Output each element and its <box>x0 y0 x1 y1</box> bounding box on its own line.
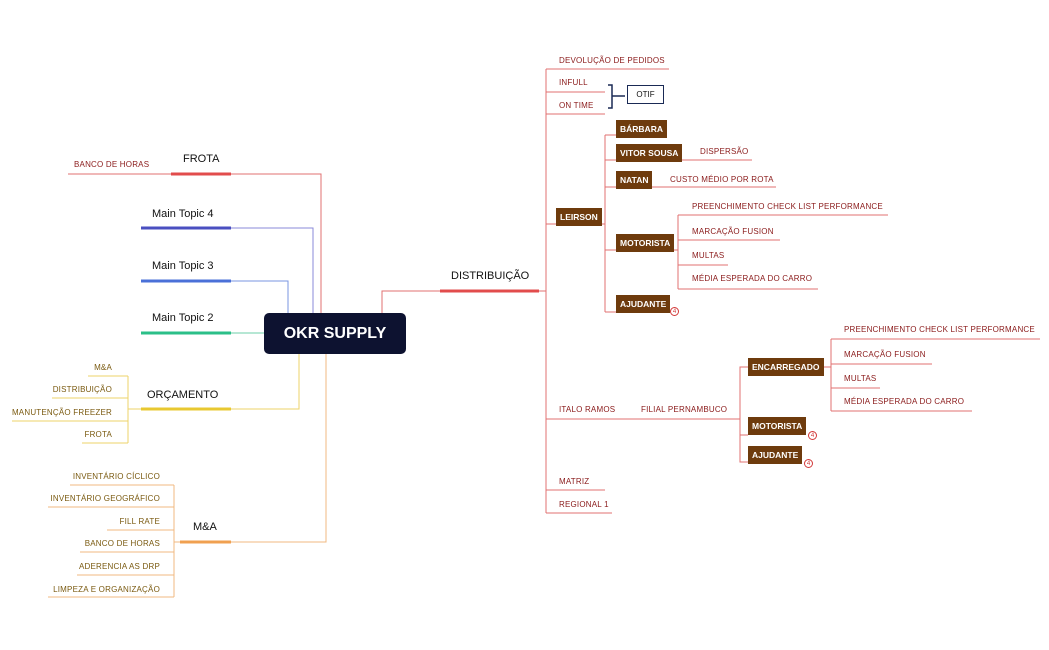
motorista-leaf-checklist[interactable]: PREENCHIMENTO CHECK LIST PERFORMANCE <box>692 202 883 211</box>
node-natan[interactable]: NATAN <box>616 171 653 189</box>
node-motorista-italo[interactable]: MOTORISTA <box>748 417 807 435</box>
node-encarregado[interactable]: ENCARREGADO <box>748 358 824 376</box>
node-ajudante-leirson[interactable]: AJUDANTE <box>616 295 671 313</box>
ma-leaf-inventario-geografico[interactable]: INVENTÁRIO GEOGRÁFICO <box>50 494 160 503</box>
collapsed-count-badge[interactable]: 4 <box>808 431 817 440</box>
dist-on-time[interactable]: ON TIME <box>559 101 594 110</box>
orcamento-leaf-manutencao-freezer[interactable]: MANUTENÇÃO FREEZER <box>11 408 112 417</box>
node-vitor-sousa[interactable]: VITOR SOUSA <box>616 144 683 162</box>
node-leirson[interactable]: LEIRSON <box>556 208 602 226</box>
motorista-leaf-multas[interactable]: MULTAS <box>692 251 725 260</box>
node-barbara[interactable]: BÁRBARA <box>616 120 667 138</box>
ma-leaf-inventario-ciclico[interactable]: INVENTÁRIO CÍCLICO <box>72 472 160 481</box>
dist-devolucao[interactable]: DEVOLUÇÃO DE PEDIDOS <box>559 56 665 65</box>
encarregado-leaf-media-carro[interactable]: MÉDIA ESPERADA DO CARRO <box>844 397 965 406</box>
dist-italo-ramos[interactable]: ITALO RAMOS <box>559 405 616 414</box>
ma-leaf-limpeza-organizacao[interactable]: LIMPEZA E ORGANIZAÇÃO <box>53 585 160 594</box>
motorista-leaf-fusion[interactable]: MARCAÇÃO FUSION <box>692 227 774 236</box>
encarregado-leaf-multas[interactable]: MULTAS <box>844 374 877 383</box>
node-motorista-leirson[interactable]: MOTORISTA <box>616 234 675 252</box>
ma-leaf-fill-rate[interactable]: FILL RATE <box>119 517 160 526</box>
otif-label: OTIF <box>636 90 655 99</box>
root-node[interactable]: OKR SUPPLY <box>264 313 406 354</box>
orcamento-leaf-ma[interactable]: M&A <box>94 363 112 372</box>
encarregado-leaf-checklist[interactable]: PREENCHIMENTO CHECK LIST PERFORMANCE <box>844 325 1035 334</box>
dist-infull[interactable]: INFULL <box>559 78 588 87</box>
topic-distribuicao[interactable]: DISTRIBUIÇÃO <box>451 270 530 282</box>
topic-main-topic-3[interactable]: Main Topic 3 <box>152 260 214 272</box>
collapsed-count-badge[interactable]: 4 <box>804 459 813 468</box>
orcamento-leaf-distribuicao[interactable]: DISTRIBUIÇÃO <box>52 385 112 394</box>
topic-main-topic-4[interactable]: Main Topic 4 <box>152 208 214 220</box>
collapsed-count-badge[interactable]: 4 <box>670 307 679 316</box>
natan-leaf-custo-medio[interactable]: CUSTO MÉDIO POR ROTA <box>670 175 774 184</box>
topic-main-topic-2[interactable]: Main Topic 2 <box>152 312 214 324</box>
encarregado-leaf-fusion[interactable]: MARCAÇÃO FUSION <box>844 350 926 359</box>
frota-leaf-banco-de-horas[interactable]: BANCO DE HORAS <box>74 160 150 169</box>
root-label: OKR SUPPLY <box>283 324 387 342</box>
vitor-leaf-dispersao[interactable]: DISPERSÃO <box>700 147 749 156</box>
topic-ma[interactable]: M&A <box>193 521 217 533</box>
dist-regional-1[interactable]: REGIONAL 1 <box>559 500 609 509</box>
motorista-leaf-media-carro[interactable]: MÉDIA ESPERADA DO CARRO <box>692 274 813 283</box>
ma-leaf-banco-de-horas[interactable]: BANCO DE HORAS <box>84 539 160 548</box>
otif-box[interactable]: OTIF <box>627 85 664 104</box>
italo-filial-pernambuco[interactable]: FILIAL PERNAMBUCO <box>641 405 728 414</box>
ma-leaf-aderencia-drp[interactable]: ADERENCIA AS DRP <box>78 562 160 571</box>
node-ajudante-italo[interactable]: AJUDANTE <box>748 446 803 464</box>
orcamento-leaf-frota[interactable]: FROTA <box>84 430 112 439</box>
dist-matriz[interactable]: MATRIZ <box>559 477 590 486</box>
topic-frota[interactable]: FROTA <box>183 153 220 165</box>
topic-orcamento[interactable]: ORÇAMENTO <box>147 389 219 401</box>
